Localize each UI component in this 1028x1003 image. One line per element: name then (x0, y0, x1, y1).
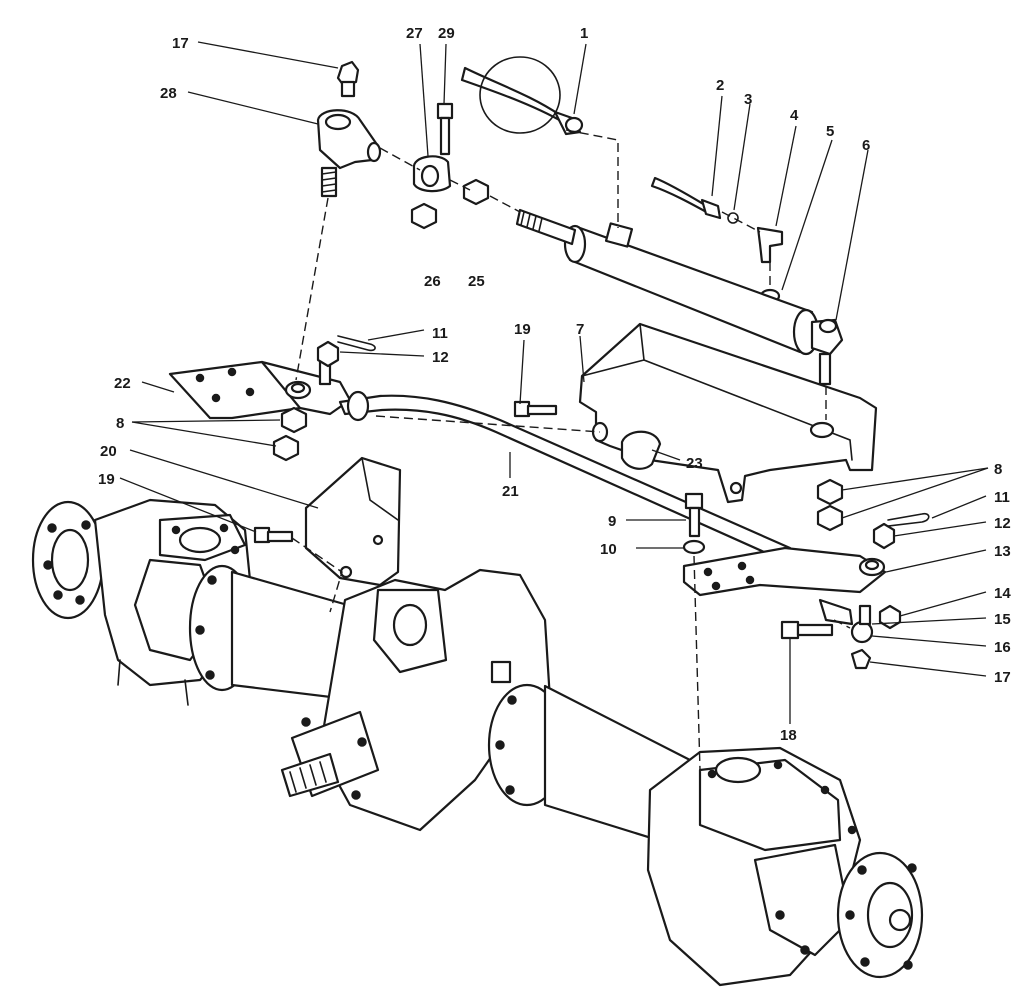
washer-10 (682, 539, 706, 555)
callout-3: 3 (744, 91, 752, 108)
callout-4: 4 (790, 107, 799, 124)
callout-13: 13 (994, 543, 1011, 560)
callout-18: 18 (780, 727, 797, 744)
jam-nut-25 (462, 178, 490, 206)
callout-labels: 17 28 27 29 1 2 3 4 5 6 26 25 11 12 19 7… (98, 25, 1011, 744)
bolt-18 (796, 623, 834, 637)
callout-6: 6 (862, 137, 870, 154)
callout-25: 25 (468, 273, 485, 290)
mounting-bracket-20 (304, 456, 402, 587)
callout-1: 1 (580, 25, 588, 42)
hose-fitting-2 (700, 198, 722, 220)
tie-rod-and-brackets (168, 335, 930, 670)
assembly-lines (291, 129, 851, 771)
nut-14 (878, 604, 902, 630)
hose-clamp-ring (479, 56, 561, 134)
callout-11-left: 11 (432, 325, 448, 342)
castle-nut-12-right (872, 522, 896, 550)
callout-17-right: 17 (994, 669, 1011, 686)
callout-19-lower: 19 (98, 471, 115, 488)
bolt-9-head (684, 492, 704, 510)
bolt-29 (436, 102, 454, 120)
callout-7: 7 (576, 321, 584, 338)
input-spline-shaft (280, 752, 340, 798)
callout-10: 10 (600, 541, 617, 558)
cotter-pin-11-right (887, 512, 930, 527)
callout-15: 15 (994, 611, 1011, 628)
callout-16: 16 (994, 639, 1011, 656)
callout-12-left: 12 (432, 349, 449, 366)
hydraulic-hose-2 (650, 176, 712, 216)
callout-9: 9 (608, 513, 616, 530)
steering-arm-bracket-13 (682, 546, 887, 597)
callout-17-top: 17 (172, 35, 189, 52)
callout-8-left: 8 (116, 415, 124, 432)
callout-12-right: 12 (994, 515, 1011, 532)
nut-8-right-lower (816, 504, 844, 532)
cotter-pin-11-left (337, 335, 376, 352)
grease-fitting-17 (336, 60, 360, 88)
callout-21: 21 (502, 483, 519, 500)
left-tie-rod-end-group (316, 60, 490, 230)
callout-27: 27 (406, 25, 423, 42)
steering-cylinder (568, 226, 814, 354)
bolt-9 (688, 506, 701, 538)
front-axle-assembly (31, 498, 924, 987)
nut-26 (410, 202, 438, 230)
callout-29: 29 (438, 25, 455, 42)
callout-5: 5 (826, 123, 834, 140)
callout-2: 2 (716, 77, 724, 94)
o-ring-3 (727, 212, 739, 224)
callout-19-upper: 19 (514, 321, 531, 338)
nut-8-right-upper (816, 478, 844, 506)
elbow-fitting-4 (756, 226, 784, 264)
bolt-19-lower (266, 530, 294, 543)
leader-lines (119, 41, 989, 724)
steering-cylinder-group (460, 56, 844, 386)
bolt-19-upper (526, 404, 558, 416)
piston-rod (515, 208, 577, 246)
bolt-18-head (780, 620, 800, 640)
callout-23: 23 (686, 455, 703, 472)
callout-26: 26 (424, 273, 441, 290)
nut-8-left-lower (272, 434, 300, 462)
cylinder-mount-bracket-group (513, 322, 878, 504)
nut-8-left-upper (280, 406, 308, 434)
callout-11-right: 11 (994, 489, 1010, 506)
callout-14: 14 (994, 585, 1011, 602)
tie-rod-end-right (818, 598, 854, 626)
callout-22: 22 (114, 375, 131, 392)
mounting-bracket-20-group (253, 456, 402, 587)
callout-28: 28 (160, 85, 177, 102)
grease-fitting-17-right (850, 648, 872, 670)
castle-nut-12-left (316, 340, 340, 368)
callout-20: 20 (100, 443, 117, 460)
stud-15 (858, 604, 872, 626)
clamp-23 (620, 430, 662, 470)
callout-8-right: 8 (994, 461, 1002, 478)
